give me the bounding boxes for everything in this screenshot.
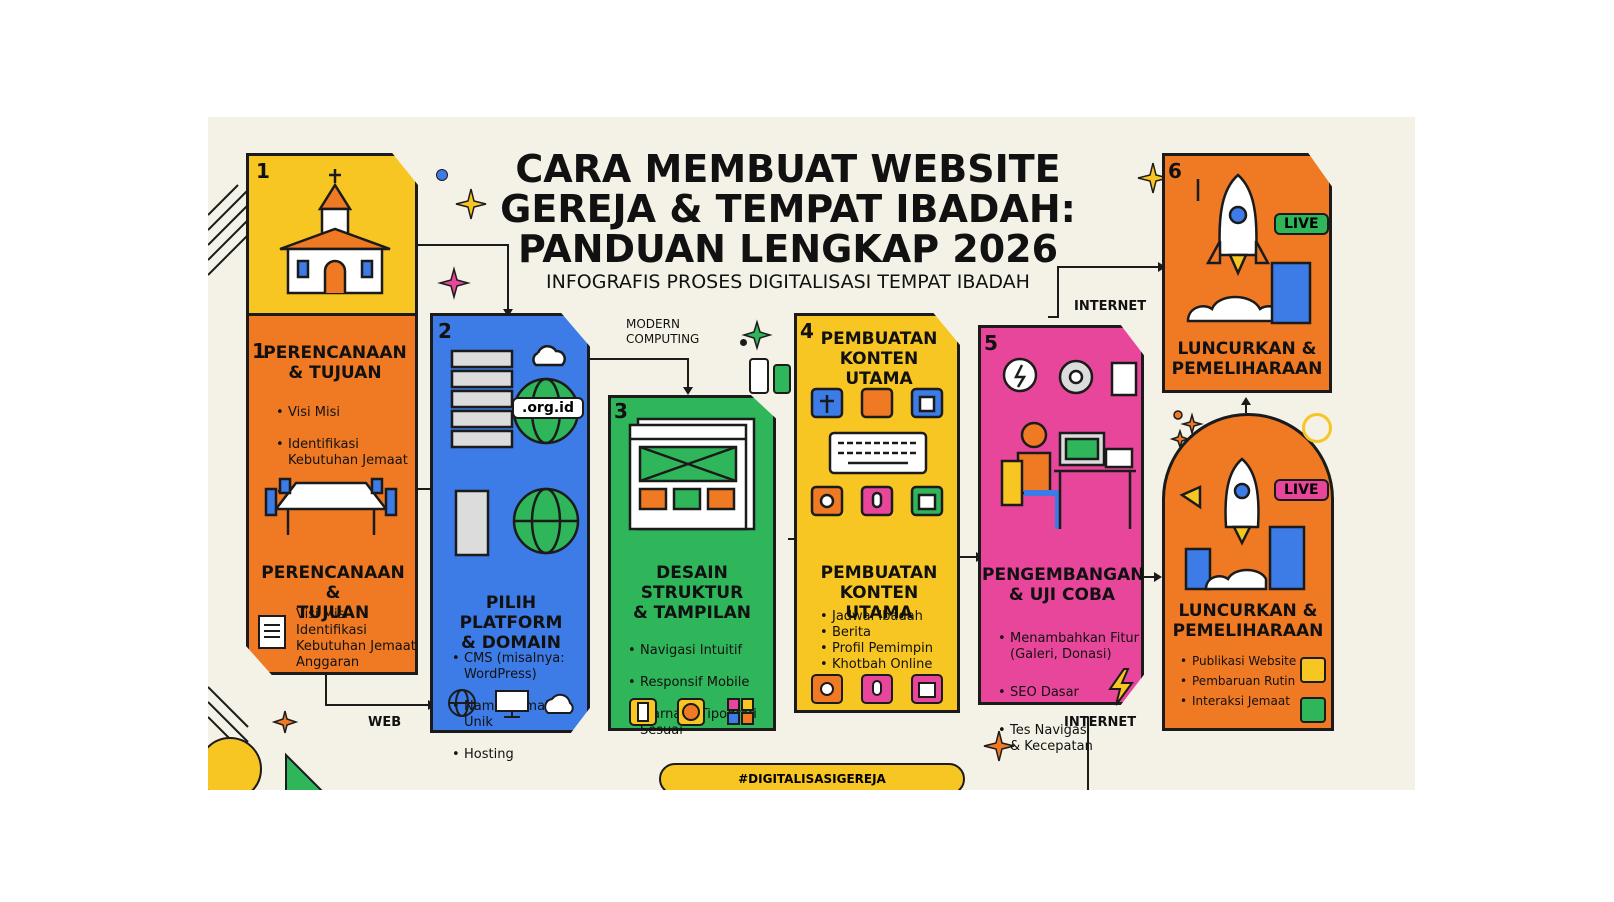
wireframe-layout-icon: [628, 417, 756, 531]
dot-decoration: [436, 169, 448, 181]
step-3-item: Navigasi Intuitif: [628, 643, 774, 659]
step-3-number: 3: [614, 399, 628, 423]
hashtag-banner: #DIGITALISASIGEREJA #TEKNOLOGIUNTUKUMAT: [659, 763, 965, 790]
connector-label-internet-top: INTERNET: [1074, 299, 1147, 314]
domain-badge: .org.id: [512, 397, 585, 419]
globe-monitor-cloud-icons: [448, 689, 574, 718]
notepad-icon: [258, 615, 286, 649]
rocket-megaphone-icon: [1179, 457, 1306, 591]
step-4-heading: PEMBUATAN KONTEN UTAMA: [820, 329, 938, 389]
content-keyboard-icons: [810, 387, 944, 517]
step-1-text-2: Visi Misi Identifikasi Kebutuhan Jemaat …: [296, 607, 416, 670]
live-badge-top: LIVE: [1274, 213, 1329, 235]
developer-at-desk-icon: [1000, 357, 1138, 529]
page-title: CARA MEMBUAT WEBSITE GEREJA & TEMPAT IBA…: [488, 149, 1088, 269]
step-5-list: Menambahkan Fitur (Galeri, Donasi) SEO D…: [998, 615, 1142, 771]
step-5-item: Menambahkan Fitur (Galeri, Donasi): [998, 631, 1142, 663]
step-2-item: CMS (misalnya: WordPress): [452, 651, 588, 683]
step-1-number-b: 1: [252, 339, 266, 363]
megaphone-icon: [1300, 657, 1326, 683]
green-triangle-decoration: [285, 752, 323, 790]
step-6-heading: LUNCURKAN & PEMELIHARAAN: [1171, 339, 1323, 379]
step-1-heading: PERENCANAAN & TUJUAN: [263, 343, 407, 383]
step-5-item: SEO Dasar: [998, 685, 1142, 701]
phone-icons: [749, 358, 791, 394]
step-2-heading: PILIH PLATFORM & DOMAIN: [459, 593, 563, 653]
meeting-table-icon: [264, 477, 398, 535]
dot-decoration-black: [740, 339, 747, 346]
camera-mic-calendar-icons: [811, 674, 943, 704]
step-1-item: Identifikasi Kebutuhan Jemaat: [276, 437, 416, 469]
lightning-icon: [1108, 668, 1134, 706]
title-line-3: PANDUAN LENGKAP 2026: [517, 227, 1059, 271]
stripes-decoration: [208, 184, 249, 276]
sync-icon: [1302, 413, 1332, 443]
step-6-list: Publikasi Website Pembaruan Rutin Intera…: [1180, 651, 1304, 711]
step-4-item: Profil Pemimpin: [820, 641, 956, 657]
infographic-canvas: CARA MEMBUAT WEBSITE GEREJA & TEMPAT IBA…: [208, 117, 1415, 790]
step-5-heading: PENGEMBANGAN & UJI COBA: [982, 565, 1145, 605]
rocket-launch-icon: [1186, 173, 1312, 325]
sparkle-icon-small: [271, 710, 299, 734]
yellow-circle-decoration: [208, 737, 262, 790]
mobile-palette-grid-icons: [629, 698, 754, 726]
step-5-item: Tes Navigasi & Kecepatan: [998, 723, 1142, 755]
step-4-list: Jadwal Ibadah Berita Profil Pemimpin Kho…: [820, 609, 956, 673]
sparkle-icon: [455, 188, 487, 220]
step-4-item: Khotbah Online: [820, 657, 956, 673]
title-line-1: CARA MEMBUAT WEBSITE: [515, 147, 1061, 191]
step-3-list: Navigasi Intuitif Responsif Mobile Warna…: [628, 627, 774, 755]
step-1-number: 1: [256, 159, 270, 183]
live-badge-bottom: LIVE: [1274, 479, 1329, 501]
step-6-number: 6: [1168, 159, 1182, 183]
step-3-item: Responsif Mobile: [628, 675, 774, 691]
step-3-heading: DESAIN STRUKTUR & TAMPILAN: [632, 563, 752, 623]
refresh-icon: [1300, 697, 1326, 723]
step-4-item: Berita: [820, 625, 956, 641]
step-4-item: Jadwal Ibadah: [820, 609, 956, 625]
sparkle-icon-green: [741, 319, 773, 351]
sparkle-icon-pink: [437, 266, 471, 300]
step-1-item: Visi Misi: [276, 405, 416, 421]
sparkle-icon-right: [1137, 162, 1169, 194]
step-2-item: Hosting: [452, 747, 588, 763]
step-4-number: 4: [800, 319, 814, 343]
step-6-item: Publikasi Website: [1180, 651, 1304, 671]
page-subtitle: INFOGRAFIS PROSES DIGITALISASI TEMPAT IB…: [546, 271, 1030, 293]
step-5-number: 5: [984, 331, 998, 355]
step-2-number: 2: [438, 319, 452, 343]
step-6-heading-2: LUNCURKAN & PEMELIHARAAN: [1172, 601, 1324, 641]
step-6-item: Interaksi Jemaat: [1180, 691, 1304, 711]
sparkle-cluster-icon: [1169, 410, 1204, 450]
connector-label-web: WEB: [368, 715, 402, 730]
title-line-2: GEREJA & TEMPAT IBADAH:: [500, 187, 1076, 231]
connector-label-modern-computing: MODERN COMPUTING: [626, 317, 700, 346]
server-globe-icon: [450, 344, 580, 557]
church-icon: [279, 169, 391, 295]
step-6-item: Pembaruan Rutin: [1180, 671, 1304, 691]
step-1-list: Visi Misi Identifikasi Kebutuhan Jemaat …: [276, 389, 416, 517]
step-1-heading-2: PERENCANAAN & TUJUAN: [261, 563, 405, 623]
